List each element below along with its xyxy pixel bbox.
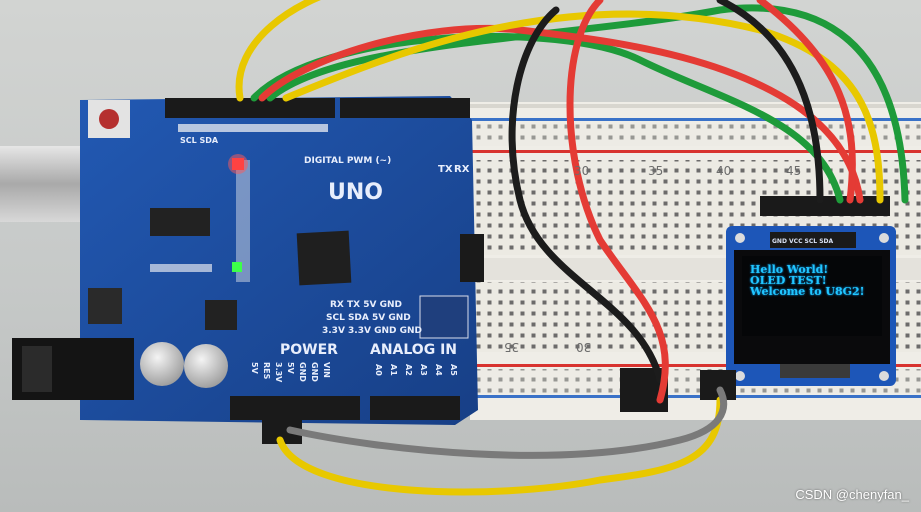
power-pin-label: 5V xyxy=(250,362,259,374)
digital-pwm-label: DIGITAL PWM (~) xyxy=(304,156,392,166)
oled-line: OLED TEST! xyxy=(750,274,827,287)
power-pin-label: GND xyxy=(310,362,319,382)
side-block-row-1: RX TX 5V GND xyxy=(330,300,402,310)
tx-label: TX xyxy=(438,164,453,175)
analog-pin-label: A4 xyxy=(434,364,443,376)
breadboard-number: 35 xyxy=(504,340,520,354)
oled-screen-text: Hello World! OLED TEST! Welcome to U8G2! xyxy=(750,264,865,297)
rx-label: RX xyxy=(454,164,470,175)
analog-pin-label: A1 xyxy=(389,364,398,376)
oled-pin-label: GND VCC SCL SDA xyxy=(772,238,834,245)
analog-pin-label: A3 xyxy=(419,364,428,376)
analog-pin-label: A2 xyxy=(404,364,413,376)
side-block-row-2: SCL SDA 5V GND xyxy=(326,313,411,323)
power-pin-labels: 5V RES 3.3V 5V GND GND VIN xyxy=(250,362,331,382)
jumper-connector-right xyxy=(700,370,736,400)
breadboard-number: 45 xyxy=(786,164,802,178)
oled-line: Hello World! xyxy=(750,263,829,276)
power-header-label: POWER xyxy=(280,342,338,358)
power-pin-label: GND xyxy=(298,362,307,382)
analog-header-label: ANALOG IN xyxy=(370,342,458,358)
oled-module xyxy=(726,226,896,386)
breadboard-number: 30 xyxy=(574,164,590,178)
power-pin-label: VIN xyxy=(322,362,331,378)
oled-pin-header xyxy=(760,196,890,216)
scl-sda-label: SCL SDA xyxy=(180,136,219,145)
analog-pin-label: A0 xyxy=(374,364,383,376)
watermark: CSDN @chenyfan_ xyxy=(795,487,909,502)
oled-line: Welcome to U8G2! xyxy=(750,285,865,298)
analog-pin-labels: A0 A1 A2 A3 A4 A5 xyxy=(374,364,458,376)
side-block-row-3: 3.3V 3.3V GND GND xyxy=(322,326,422,336)
board-name: UNO xyxy=(328,180,383,205)
power-pin-label: 5V xyxy=(286,362,295,374)
wires xyxy=(235,0,909,496)
arduino-board xyxy=(12,96,484,425)
power-pin-label: RES xyxy=(262,362,271,380)
analog-pin-label: A5 xyxy=(449,364,458,376)
power-pin-label: 3.3V xyxy=(274,362,283,383)
breadboard-number: 35 xyxy=(648,164,664,178)
breadboard-number: 40 xyxy=(716,164,732,178)
breadboard-number: 30 xyxy=(576,340,592,354)
